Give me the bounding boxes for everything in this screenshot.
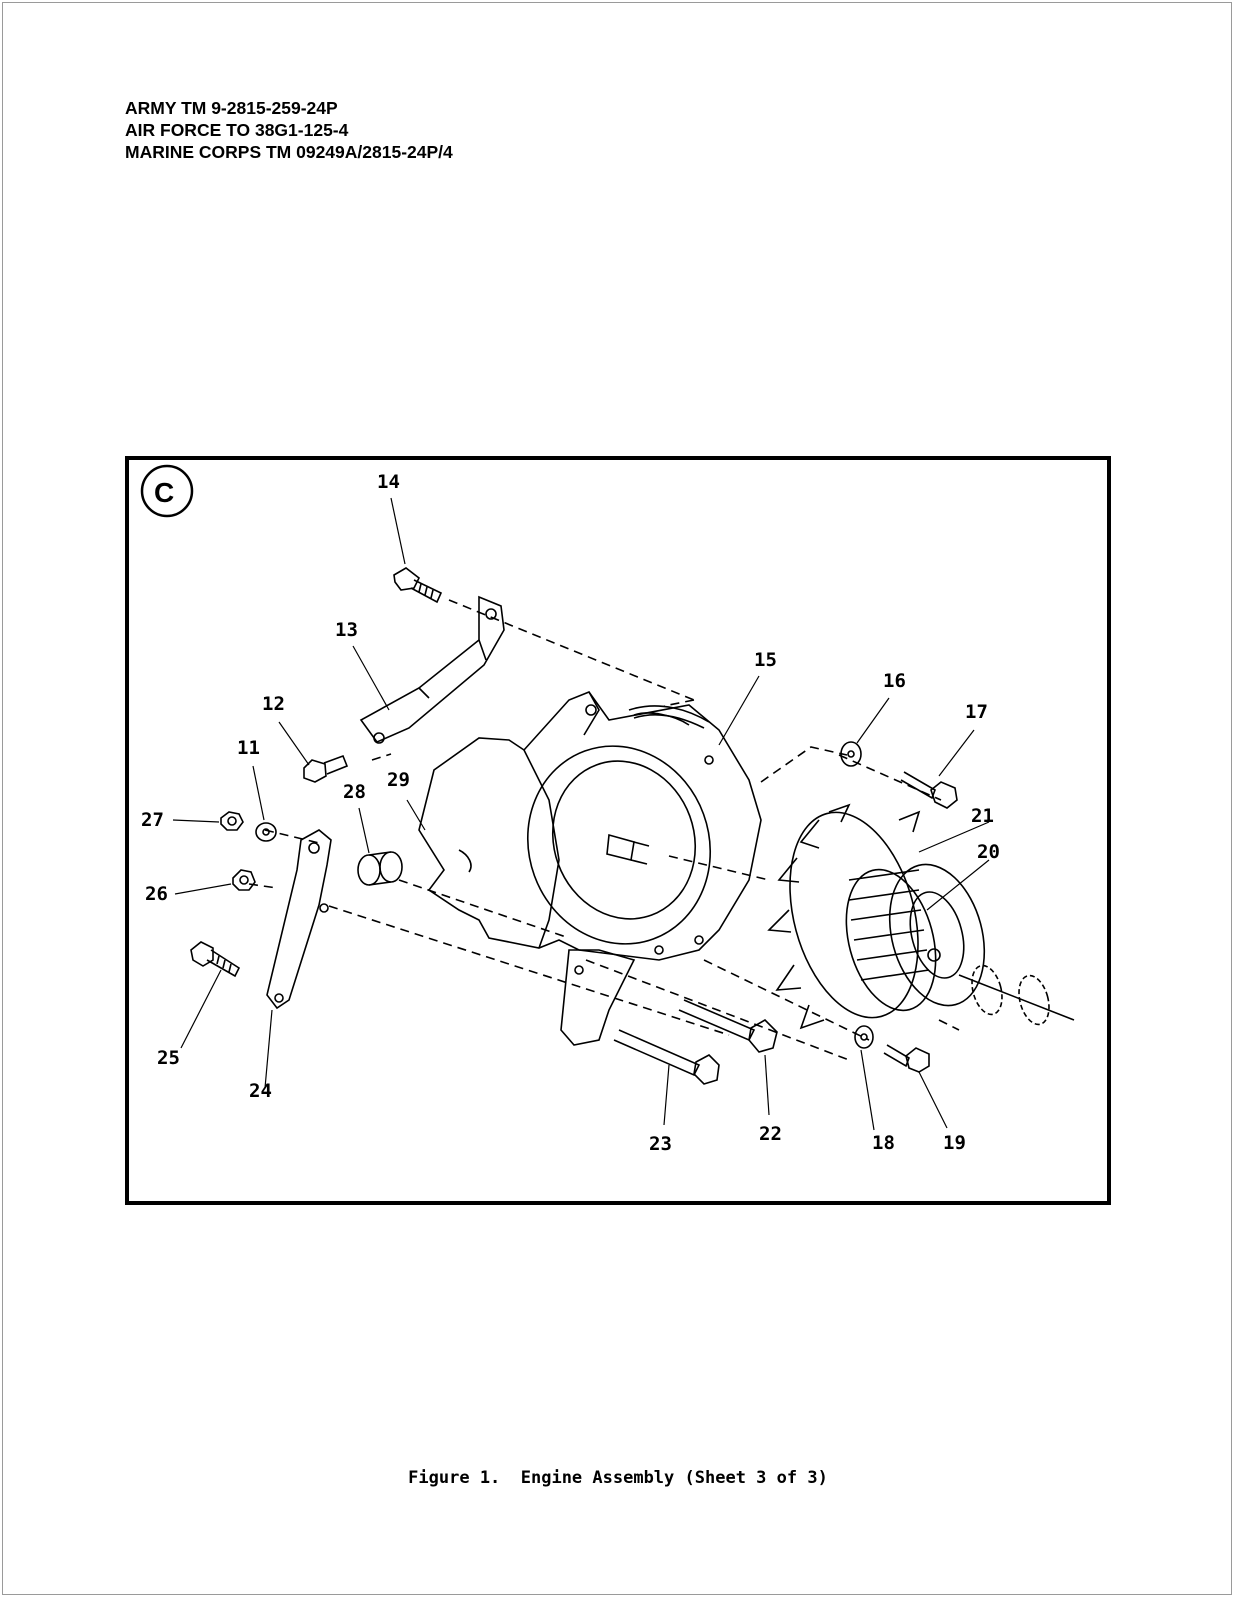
header-army-tm: ARMY TM 9-2815-259-24P <box>125 98 338 118</box>
document-header: ARMY TM 9-2815-259-24P AIR FORCE TO 38G1… <box>125 97 453 163</box>
callout-14: 14 <box>377 471 400 493</box>
view-letter: C <box>154 477 174 508</box>
part-14-bolt <box>393 567 443 604</box>
part-28-spacer <box>357 851 403 886</box>
part-16-washer <box>840 741 862 767</box>
part-11-washer <box>255 822 277 842</box>
part-25-bolt <box>190 941 241 978</box>
part-27-nut <box>220 811 244 831</box>
part-17-bolt <box>900 771 958 809</box>
part-22-bolt <box>678 999 778 1053</box>
part-24-bracket <box>266 829 332 1010</box>
part-12-bolt <box>303 754 349 783</box>
part-21-fan <box>767 803 921 1030</box>
callout-27: 27 <box>141 809 164 831</box>
header-marine-corps-tm: MARINE CORPS TM 09249A/2815-24P/4 <box>125 142 453 162</box>
callout-19: 19 <box>943 1132 966 1154</box>
view-circle <box>140 464 194 518</box>
part-26-nut <box>232 869 256 891</box>
callout-18: 18 <box>872 1132 895 1154</box>
shaft-centerline <box>958 974 1075 1021</box>
callout-21: 21 <box>971 805 994 827</box>
part-13-bracket <box>359 595 505 744</box>
callout-17: 17 <box>965 701 988 723</box>
callout-13: 13 <box>335 619 358 641</box>
callout-22: 22 <box>759 1123 782 1145</box>
assembly-lines <box>248 599 960 1061</box>
callout-26: 26 <box>145 883 168 905</box>
figure-caption: Figure 1. Engine Assembly (Sheet 3 of 3) <box>408 1468 828 1488</box>
callout-24: 24 <box>249 1080 272 1102</box>
part-23-bolt <box>613 1029 720 1085</box>
callout-11: 11 <box>237 737 260 759</box>
figure-frame: C 14 13 12 11 27 26 28 29 15 16 17 21 20… <box>125 456 1111 1205</box>
leader-lines <box>172 497 990 1131</box>
callout-15: 15 <box>754 649 777 671</box>
part-29-alternator <box>418 691 762 961</box>
callout-20: 20 <box>977 841 1000 863</box>
callout-16: 16 <box>883 670 906 692</box>
part-20-pulley <box>845 863 986 1012</box>
callout-25: 25 <box>157 1047 180 1069</box>
callout-29: 29 <box>387 769 410 791</box>
part-19-bolt <box>883 1044 930 1073</box>
alternator-mounting-ear <box>560 949 636 1046</box>
exploded-view-drawing: C 14 13 12 11 27 26 28 29 15 16 17 21 20… <box>140 464 1075 1155</box>
part-15-slotted-ear <box>633 712 690 726</box>
part-18-washer <box>854 1025 874 1049</box>
callout-12: 12 <box>262 693 285 715</box>
pulley-nut-and-washer <box>971 964 1050 1026</box>
callout-23: 23 <box>649 1133 672 1155</box>
callout-28: 28 <box>343 781 366 803</box>
header-air-force-to: AIR FORCE TO 38G1-125-4 <box>125 120 349 140</box>
